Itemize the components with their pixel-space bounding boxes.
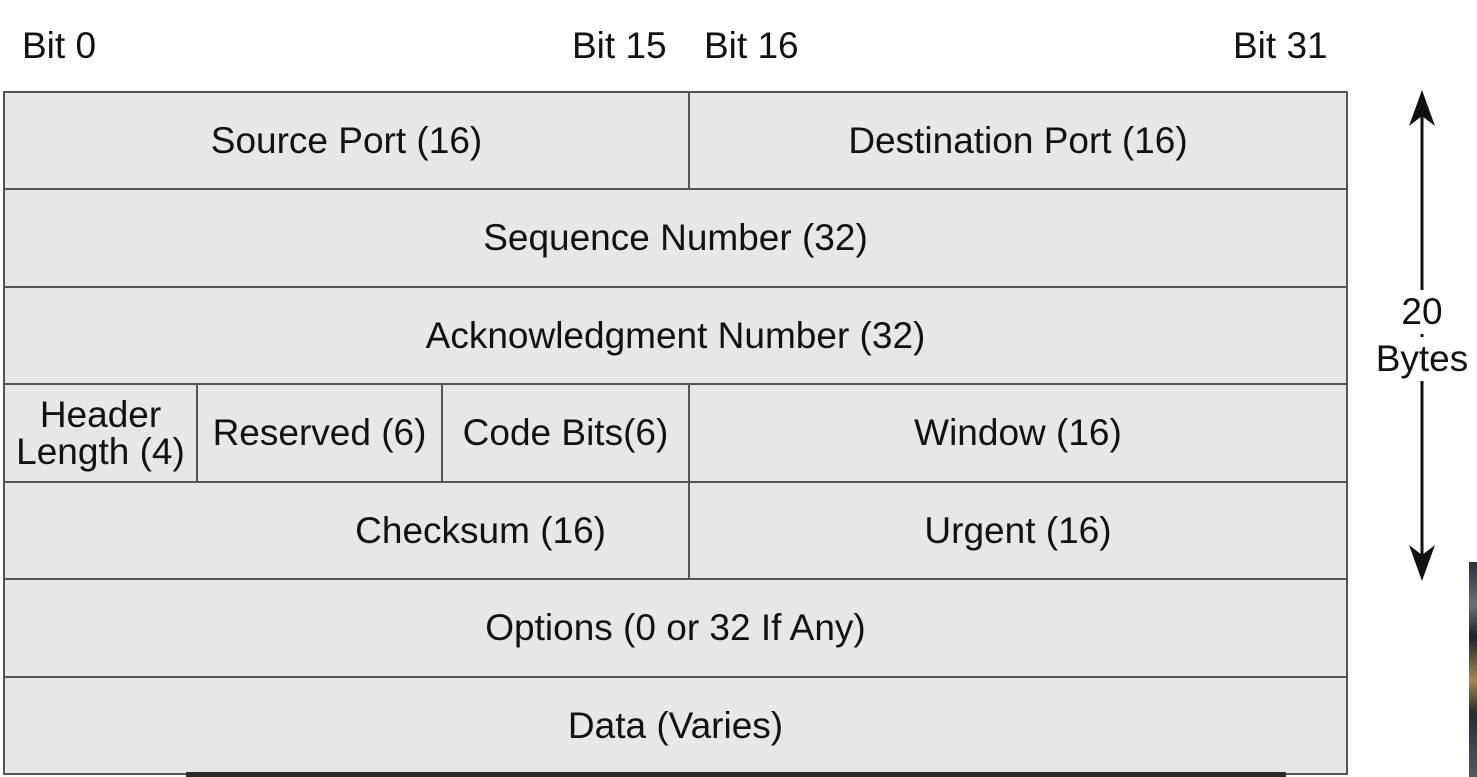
- row-divider: [5, 578, 1346, 580]
- header-length-field: Header Length (4): [5, 385, 196, 481]
- reserved-field: Reserved (6): [198, 385, 441, 481]
- window-label: Window (16): [914, 412, 1122, 453]
- arrow-down-icon: [1409, 545, 1435, 581]
- row-divider: [5, 481, 1346, 483]
- checksum-field: Checksum (16): [5, 483, 688, 578]
- bit-0-label: Bit 0: [22, 25, 97, 66]
- bottom-edge-strip: [186, 772, 1286, 777]
- code-bits-label: Code Bits(6): [462, 412, 669, 453]
- tcp-header-diagram: Source Port (16) Destination Port (16) S…: [3, 91, 1348, 775]
- header-size-value: 20: [1370, 290, 1474, 334]
- window-field: Window (16): [690, 385, 1346, 481]
- sequence-number-field: Sequence Number (32): [5, 190, 1346, 286]
- row-divider: [5, 383, 1346, 385]
- column-divider: [688, 383, 690, 578]
- options-field: Options (0 or 32 If Any): [5, 580, 1346, 676]
- arrow-up-icon: [1409, 90, 1435, 126]
- bit-31-label: Bit 31: [1233, 25, 1328, 66]
- header-length-label-line2: Length (4): [16, 431, 185, 472]
- data-label: Data (Varies): [567, 704, 784, 746]
- acknowledgment-number-field: Acknowledgment Number (32): [5, 288, 1346, 383]
- reserved-label: Reserved (6): [212, 412, 427, 453]
- column-divider: [688, 93, 690, 188]
- row-divider: [5, 188, 1346, 190]
- source-port-label: Source Port (16): [210, 119, 483, 161]
- bit-16-label: Bit 16: [704, 25, 799, 66]
- column-divider: [441, 383, 443, 481]
- data-field: Data (Varies): [5, 678, 1346, 773]
- code-bits-field: Code Bits(6): [443, 385, 688, 481]
- row-divider: [5, 676, 1346, 678]
- header-size-unit: Bytes: [1370, 337, 1474, 381]
- destination-port-label: Destination Port (16): [848, 119, 1188, 161]
- edge-photo-fragment: [1469, 562, 1477, 777]
- checksum-label: Checksum (16): [355, 509, 606, 551]
- options-label: Options (0 or 32 If Any): [485, 607, 866, 648]
- row-divider: [5, 286, 1346, 288]
- header-size-arrow: [1409, 90, 1435, 581]
- destination-port-field: Destination Port (16): [690, 93, 1346, 188]
- urgent-label: Urgent (16): [924, 509, 1112, 551]
- source-port-field: Source Port (16): [5, 93, 688, 188]
- column-divider: [196, 383, 198, 481]
- bit-15-label: Bit 15: [572, 25, 667, 66]
- sequence-number-label: Sequence Number (32): [483, 217, 868, 258]
- acknowledgment-number-label: Acknowledgment Number (32): [425, 314, 926, 356]
- header-length-label-line1: Header: [39, 394, 162, 435]
- urgent-field: Urgent (16): [690, 483, 1346, 578]
